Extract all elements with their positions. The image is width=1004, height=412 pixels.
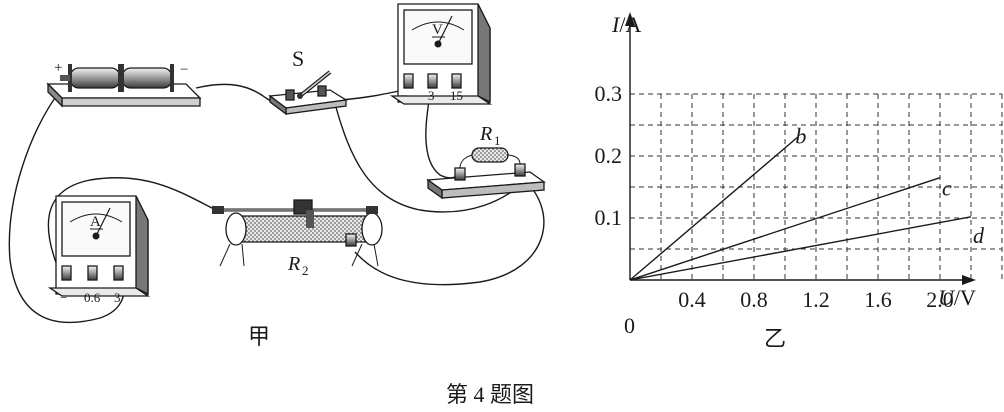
series-line-b	[629, 136, 798, 281]
x-axis-unit: /V	[954, 285, 976, 310]
wire-switch-voltmeter	[339, 89, 405, 101]
r2-subscript: 2	[302, 263, 309, 278]
wire-battery-switch	[195, 83, 283, 105]
circuit-wires	[8, 83, 545, 324]
y-axis-unit: /A	[619, 12, 641, 37]
battery: + −	[46, 60, 202, 108]
rheostat-r2: R 2	[212, 199, 383, 278]
series-line-c	[629, 177, 941, 281]
x-axis-label: U/V	[938, 285, 976, 310]
x-tick-label: 0.8	[740, 287, 768, 312]
grid	[630, 93, 1003, 280]
circuit-label: 甲	[248, 324, 270, 349]
figure-caption: 第 4 题图	[446, 382, 534, 407]
voltmeter-terminal-15: 15	[450, 88, 463, 103]
wire-ammeter-rheostat	[47, 177, 221, 283]
r2-letter: R	[287, 253, 300, 275]
r1-subscript: 1	[494, 133, 501, 148]
series-label-b: b	[795, 123, 806, 148]
ammeter-terminal-minus: −	[60, 290, 67, 305]
y-tick-label: 0.1	[595, 205, 623, 230]
x-tick-label: 2.0	[926, 287, 954, 312]
x-tick-label: 1.2	[802, 287, 830, 312]
voltmeter-terminal-minus: −	[400, 88, 407, 103]
x-tick-label: 1.6	[864, 287, 892, 312]
resistor-r1: R 1	[426, 123, 546, 200]
voltmeter-terminal-3: 3	[428, 88, 435, 103]
wire-battery-ammeter	[8, 87, 125, 324]
y-tick-labels: 0.1 0.2 0.3	[595, 81, 623, 230]
x-axis-arrow	[962, 275, 976, 285]
y-tick-label: 0.3	[595, 81, 623, 106]
y-axis-symbol: I	[611, 12, 621, 37]
y-axis-label: I/A	[611, 12, 641, 37]
y-tick-label: 0.2	[595, 143, 623, 168]
x-tick-labels: 0.4 0.8 1.2 1.6 2.0	[678, 287, 954, 312]
series-labels: b cd	[795, 123, 985, 247]
series-lines	[629, 136, 972, 281]
wire-switch-r1	[333, 99, 527, 213]
graph-label: 乙	[764, 326, 786, 351]
y-axis-arrow	[625, 12, 635, 26]
switch-label: S	[292, 46, 304, 71]
switch: S	[268, 46, 348, 116]
origin-label: 0	[624, 313, 635, 338]
series-label-c: c	[942, 176, 952, 201]
ammeter-symbol: A	[90, 214, 101, 230]
circuit-diagram: + − S V −	[8, 3, 546, 349]
ammeter: A − 0.6 3	[47, 195, 151, 305]
x-tick-label: 0.4	[678, 287, 706, 312]
r1-letter: R	[479, 123, 492, 145]
battery-plus-label: +	[54, 60, 62, 76]
battery-minus-label: −	[180, 62, 188, 78]
voltmeter-symbol: V	[432, 22, 443, 38]
voltmeter: V − 3 15	[389, 3, 493, 105]
ammeter-terminal-0-6: 0.6	[84, 290, 101, 305]
wire-r1-rheostat	[354, 177, 545, 286]
axes	[625, 12, 976, 285]
x-axis-symbol: U	[938, 285, 956, 310]
ammeter-terminal-3: 3	[114, 290, 121, 305]
series-label-d: d	[973, 223, 985, 248]
series-line-d	[629, 216, 972, 281]
